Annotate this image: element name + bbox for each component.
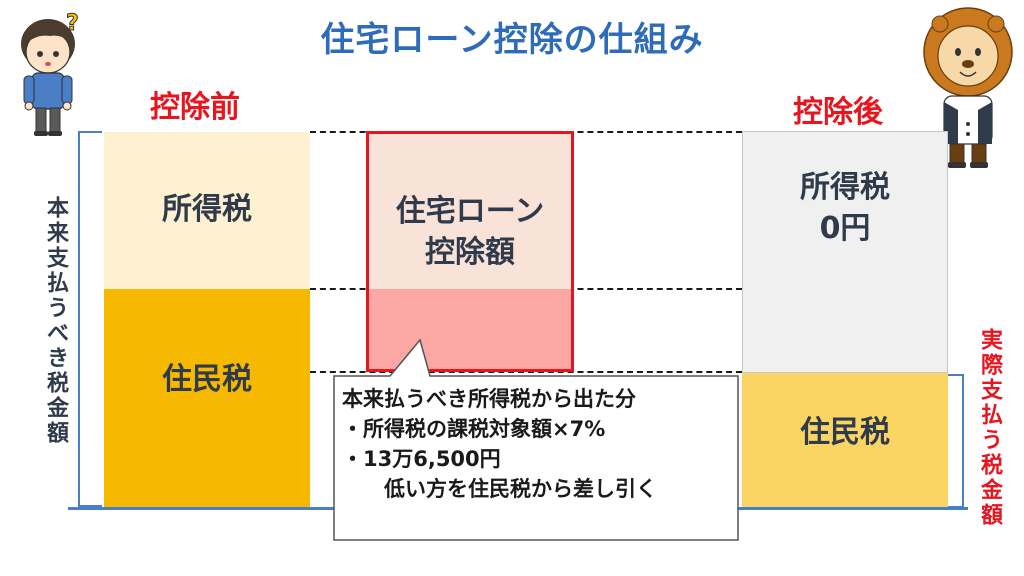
callout-line-4: 低い方を住民税から差し引く bbox=[342, 477, 657, 501]
boy-character-illustration: ? bbox=[21, 11, 79, 136]
callout-text-block: 本来払うべき所得税から出た分 ・所得税の課税対象額×7% ・13万6,500円 … bbox=[342, 384, 657, 504]
deduction-label-line2: 控除額 bbox=[425, 234, 515, 270]
page-title: 住宅ローン控除の仕組み bbox=[320, 20, 704, 60]
deduction-block: 住宅ローン 控除額 bbox=[366, 131, 574, 372]
resident-tax-after-block: 住民税 bbox=[742, 373, 948, 507]
income-tax-after-amount: 0円 bbox=[819, 210, 871, 246]
left-bracket bbox=[78, 131, 102, 507]
deduction-label-line1: 住宅ローン bbox=[395, 194, 545, 229]
lion-character-illustration bbox=[923, 7, 1013, 168]
before-label: 控除前 bbox=[150, 90, 240, 125]
income-tax-after-block: 所得税 0円 bbox=[742, 131, 948, 373]
callout-line-3: ・13万6,500円 bbox=[342, 447, 501, 471]
right-bracket bbox=[948, 374, 964, 508]
callout-bubble bbox=[333, 338, 739, 541]
actual-tax-amount-label: 実際支払う税金額 bbox=[977, 328, 1002, 528]
resident-tax-after-label: 住民税 bbox=[800, 414, 890, 450]
resident-tax-before-block: 住民税 bbox=[104, 289, 310, 507]
income-tax-before-block: 所得税 bbox=[104, 132, 310, 289]
original-tax-amount-label: 本来支払うべき税金額 bbox=[43, 196, 68, 446]
callout-line-2: ・所得税の課税対象額×7% bbox=[342, 417, 606, 441]
resident-tax-before-label: 住民税 bbox=[162, 361, 252, 397]
income-tax-after-label: 所得税 bbox=[800, 170, 890, 205]
income-tax-before-label: 所得税 bbox=[162, 192, 252, 228]
callout-line-1: 本来払うべき所得税から出た分 bbox=[342, 387, 636, 411]
dashed-line-lower bbox=[310, 371, 742, 373]
after-label: 控除後 bbox=[793, 95, 883, 130]
